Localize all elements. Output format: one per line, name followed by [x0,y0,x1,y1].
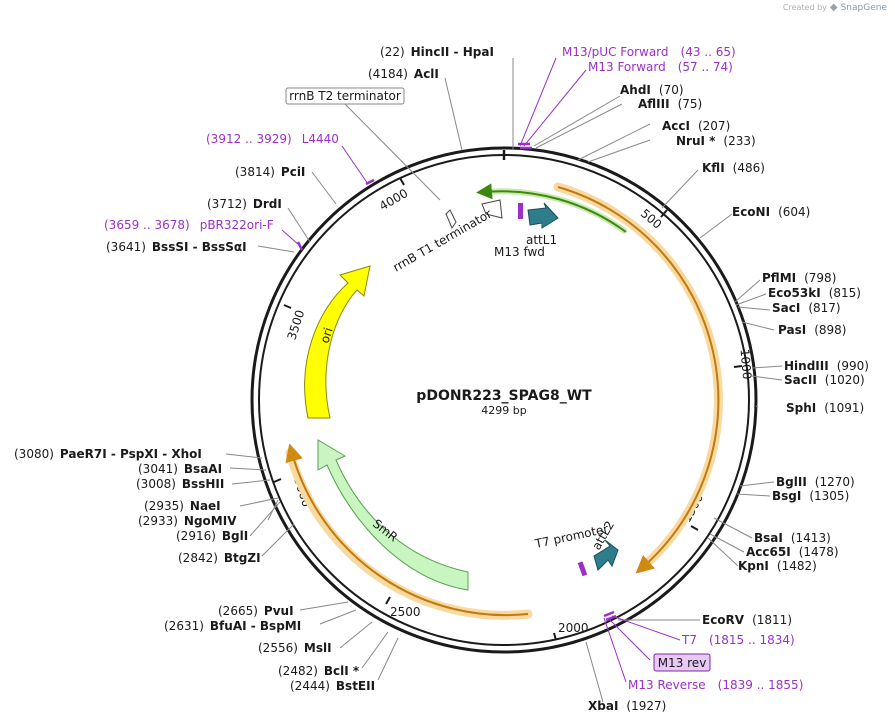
tick-label-3500: 3500 [285,308,308,341]
site-bsgi[interactable]: BsgI(1305) [772,489,849,503]
attl2-feature-arrow [593,539,619,571]
site-pflmi[interactable]: PflMI(798) [762,271,836,285]
tick-label-2500: 2500 [390,605,421,619]
scale-ticks [273,177,743,641]
rrnb-t2-feature-arrow [445,209,457,230]
site-bsssi[interactable]: (3641)BssSI - BssSαI [106,240,247,254]
backbone-outer-ring [250,146,758,654]
site-bsshii[interactable]: (3008)BssHII [136,477,224,491]
ori-feature-arrow [304,265,371,419]
enzyme-sites: (22)HincII - HpaI (4184)AclI AhdI(70) Af… [14,45,869,713]
smr-feature-arrow [317,439,469,591]
feature-label-ori: ori [318,326,336,345]
site-bglii[interactable]: BglII(1270) [776,475,855,489]
tick-label-1000: 1000 [737,348,754,380]
leader-lines [225,58,783,703]
tick-label-2000: 2000 [558,621,589,635]
site-drdi[interactable]: (3712)DrdI [207,197,282,211]
attl1-feature-arrow [527,202,559,229]
site-bsai[interactable]: BsaI(1413) [754,531,831,545]
site-bsaai[interactable]: (3041)BsaAI [138,462,222,476]
site-msli[interactable]: (2556)MslI [258,641,332,655]
site-paer7i-pspxi-xhoi[interactable]: (3080)PaeR7I - PspXI - XhoI [14,447,202,461]
site-xbai[interactable]: XbaI(1927) [588,699,666,713]
site-saci[interactable]: SacI(817) [772,301,841,315]
primer-l4440[interactable]: (3912 .. 3929)L4440 [206,132,339,146]
primer-lines [281,57,681,683]
site-eco53ki[interactable]: Eco53kI(815) [768,286,861,300]
site-sacii[interactable]: SacII(1020) [784,373,865,387]
primer-ticks [296,142,617,622]
site-btgzi[interactable]: (2842)BtgZI [178,551,261,565]
site-bcli[interactable]: (2482)BclI * [278,664,360,678]
orf-arc-right-halo [553,182,723,572]
primer-t7[interactable]: T7(1815 .. 1834) [681,633,795,647]
rrnb-t1-feature-arrow [481,199,503,219]
site-afliii[interactable]: AflIII(75) [638,97,702,111]
green-arc [476,183,627,233]
tick-label-4000: 4000 [377,186,410,213]
site-kfli[interactable]: KflI(486) [702,161,765,175]
primer-m13-reverse[interactable]: M13 Reverse(1839 .. 1855) [628,678,803,692]
feature-label-attl1: attL1 [526,233,557,247]
orf-arc-right [557,186,720,574]
site-ecorv[interactable]: EcoRV(1811) [702,613,792,627]
site-hincii-hpai[interactable]: (22)HincII - HpaI [380,45,494,59]
orf-arc-bottom-halo [285,448,533,620]
snapgene-logo-icon: ◆ [829,2,838,13]
site-ahdi[interactable]: AhdI(70) [620,83,684,97]
primer-m13-rev-label: M13 rev [658,656,707,670]
site-pasi[interactable]: PasI(898) [778,323,846,337]
m13-fwd-marker [518,203,523,219]
t7-promoter-marker [577,561,588,577]
site-acc65i[interactable]: Acc65I(1478) [746,545,839,559]
feature-label-rrnb-t2: rrnB T2 terminator [289,89,401,103]
primer-m13-puc-forward[interactable]: M13/pUC Forward(43 .. 65) [562,45,736,59]
site-kpni[interactable]: KpnI(1482) [738,559,817,573]
feature-label-m13-fwd: M13 fwd [494,245,545,259]
primer-labels: M13/pUC Forward(43 .. 65) M13 Forward(57… [104,45,803,692]
feature-label-rrnb-t1: rrnB T1 terminator [391,207,495,275]
plasmid-length: 4299 bp [481,404,526,417]
site-acli[interactable]: (4184)AclI [368,67,439,81]
primer-m13-forward[interactable]: M13 Forward(57 .. 74) [588,60,733,74]
credit-brand: SnapGene [840,2,887,13]
site-bgli[interactable]: (2916)BglI [176,529,248,543]
snapgene-credit: Created by ◆ SnapGene [783,2,887,13]
primer-pbr322ori-f[interactable]: (3659 .. 3678)pBR322ori-F [104,218,274,232]
plasmid-name: pDONR223_SPAG8_WT [416,388,592,404]
site-naei[interactable]: (2935)NaeI [144,499,221,513]
site-econi[interactable]: EcoNI(604) [732,205,810,219]
site-sphi[interactable]: SphI(1091) [786,401,864,415]
site-pvui[interactable]: (2665)PvuI [218,604,294,618]
site-pcii[interactable]: (3814)PciI [235,165,305,179]
credit-prefix: Created by [782,3,827,12]
primer-m13-rev-box[interactable] [653,653,711,672]
site-bsteii[interactable]: (2444)BstEII [290,679,375,693]
site-hindiii[interactable]: HindIII(990) [784,359,869,373]
site-bfuai-bspmi[interactable]: (2631)BfuAI - BspMI [164,619,301,633]
site-nrui[interactable]: NruI *(233) [676,134,756,148]
orf-arc-bottom [285,443,529,617]
site-acci[interactable]: AccI(207) [662,119,730,133]
site-ngomiv[interactable]: (2933)NgoMIV [138,514,237,528]
